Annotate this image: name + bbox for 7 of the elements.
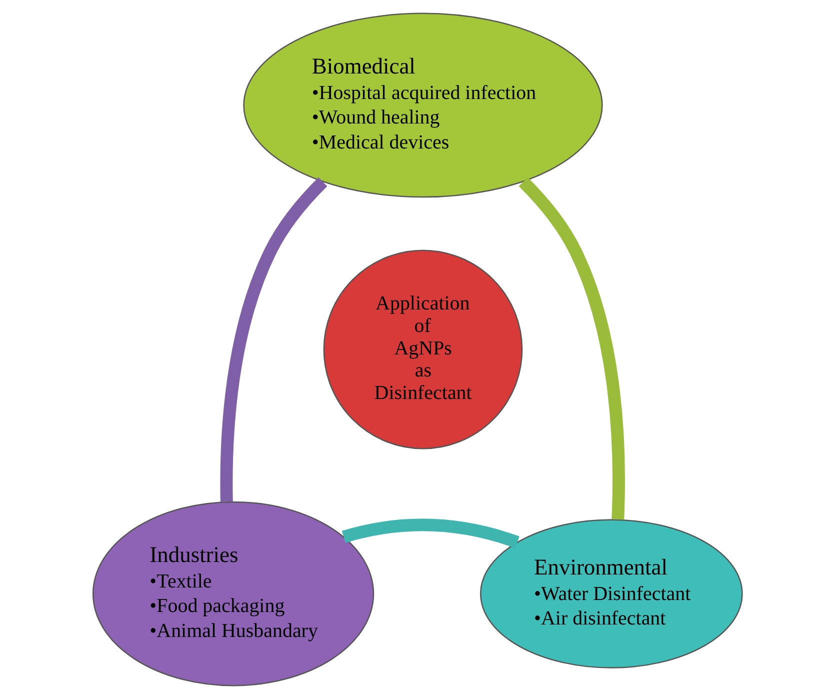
connector bbox=[342, 518, 520, 548]
node-circle: Application of AgNPs as Disinfectant bbox=[323, 250, 523, 450]
node-ellipse: Environmental •Water Disinfectant •Air disinfectant bbox=[480, 519, 743, 668]
node-ellipse: Biomedical •Hospital acquired infection •Wound healing •Medical devices bbox=[243, 12, 603, 198]
connector bbox=[220, 177, 328, 502]
node-ellipse: Industries •Textile •Food packaging •Animal Husbandary bbox=[92, 501, 374, 686]
connector bbox=[518, 177, 625, 520]
